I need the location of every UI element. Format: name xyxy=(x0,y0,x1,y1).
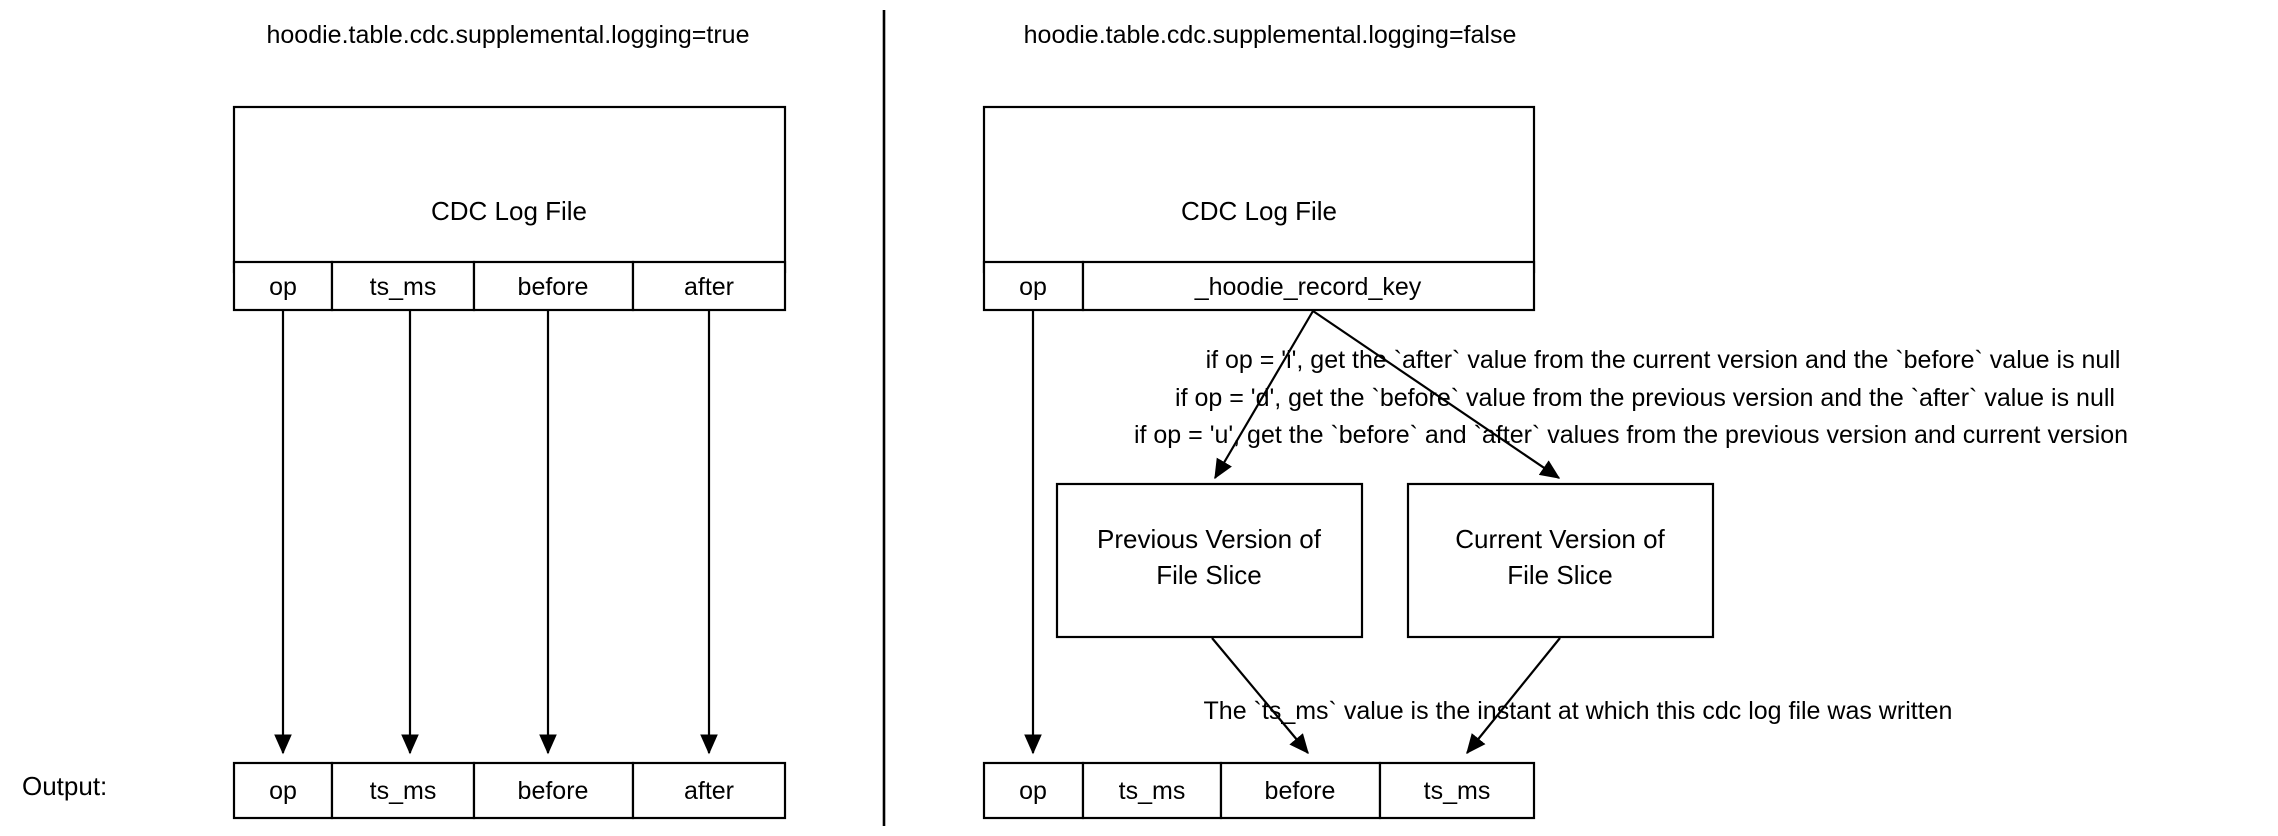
current-version-box xyxy=(1406,482,1715,639)
left-cdc-log-file-box xyxy=(232,105,787,274)
left-output-label-after: after xyxy=(684,777,734,805)
output-label: Output: xyxy=(22,771,107,801)
right-note-line-3: if op = 'u', get the `before` and `after… xyxy=(1134,421,2128,449)
left-source-cell-before xyxy=(472,260,635,312)
previous-version-label-line-1: Previous Version of xyxy=(1097,524,1322,554)
left-source-label-op: op xyxy=(269,273,297,301)
right-arrow-to-previous-version xyxy=(1214,310,1314,480)
right-arrow-to-current-version xyxy=(1312,310,1561,479)
current-version-label-line-2: File Slice xyxy=(1507,560,1612,590)
right-source-label-op: op xyxy=(1019,273,1047,301)
arrow-current-version-to-ts-ms xyxy=(1466,637,1561,755)
left-output-label-op: op xyxy=(269,777,297,805)
arrow-previous-version-to-before xyxy=(1211,637,1309,755)
left-cdc-log-file-label: CDC Log File xyxy=(431,196,587,226)
right-output-cell-ts-ms-2 xyxy=(1378,761,1536,820)
left-output-cell-after xyxy=(631,761,787,820)
left-source-cell-ts-ms xyxy=(330,260,476,312)
left-source-label-before: before xyxy=(518,273,589,301)
right-output-label-before: before xyxy=(1265,777,1336,805)
right-source-cell-record-key xyxy=(1081,260,1536,312)
right-output-cell-before xyxy=(1219,761,1382,820)
right-source-label-record-key: _hoodie_record_key xyxy=(1194,273,1422,301)
right-note-line-1: if op = 'i', get the `after` value from … xyxy=(1206,346,2121,374)
right-output-cell-op xyxy=(982,761,1085,820)
right-cdc-log-file-box xyxy=(982,105,1536,274)
right-cdc-log-file-label: CDC Log File xyxy=(1181,196,1337,226)
right-output-label-op: op xyxy=(1019,777,1047,805)
right-note-line-2: if op = 'd', get the `before` value from… xyxy=(1175,384,2115,412)
left-output-label-before: before xyxy=(518,777,589,805)
left-panel-title: hoodie.table.cdc.supplemental.logging=tr… xyxy=(267,21,750,49)
left-source-label-ts-ms: ts_ms xyxy=(370,273,437,301)
right-output-label-ts-ms-2: ts_ms xyxy=(1424,777,1491,805)
left-source-label-after: after xyxy=(684,273,734,301)
right-output-label-ts-ms-1: ts_ms xyxy=(1119,777,1186,805)
left-output-cell-before xyxy=(472,761,635,820)
right-panel-title: hoodie.table.cdc.supplemental.logging=fa… xyxy=(1024,21,1517,49)
current-version-label-line-1: Current Version of xyxy=(1455,524,1665,554)
ts-ms-note: The `ts_ms` value is the instant at whic… xyxy=(1204,697,1953,725)
previous-version-label-line-2: File Slice xyxy=(1156,560,1261,590)
right-output-cell-ts-ms-1 xyxy=(1081,761,1223,820)
left-source-cell-op xyxy=(232,260,334,312)
previous-version-box xyxy=(1055,482,1364,639)
left-output-cell-ts-ms xyxy=(330,761,476,820)
left-output-label-ts-ms: ts_ms xyxy=(370,777,437,805)
